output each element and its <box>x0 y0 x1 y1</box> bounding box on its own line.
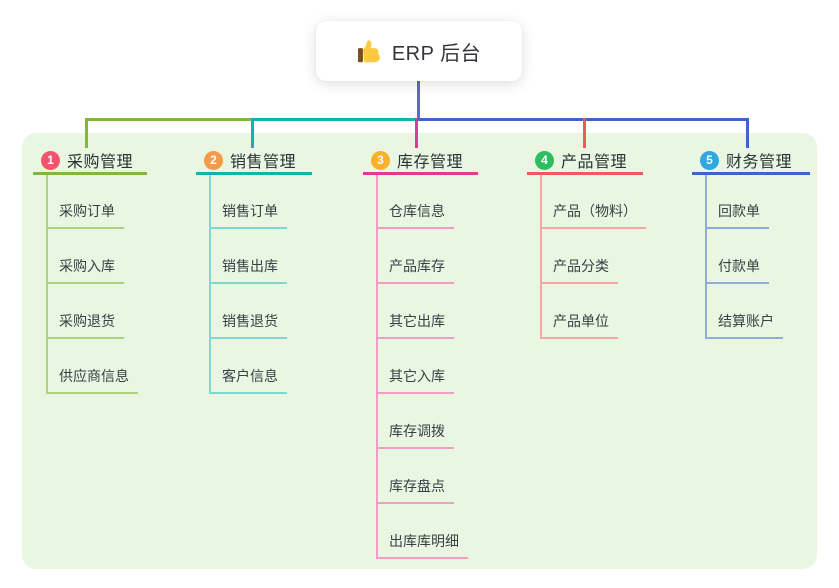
branch-title-label: 产品管理 <box>561 154 628 171</box>
root-connector-line <box>417 80 420 120</box>
connector-segment-sales <box>253 118 418 121</box>
branch-item[interactable]: 产品单位 <box>542 284 646 339</box>
branch-title-sales[interactable]: 2 销售管理 <box>196 148 312 175</box>
branch-product-management: 4 产品管理 产品（物料） 产品分类 产品单位 <box>527 148 646 339</box>
branch-title-label: 采购管理 <box>67 154 134 171</box>
connector-drop-product <box>583 118 586 148</box>
branch-item[interactable]: 采购订单 <box>48 175 138 229</box>
root-node-label: ERP 后台 <box>391 42 482 65</box>
branch-item[interactable]: 产品（物料） <box>542 175 646 229</box>
branch-title-inventory[interactable]: 3 库存管理 <box>363 148 478 175</box>
branch-number-badge: 3 <box>371 150 390 170</box>
branch-item[interactable]: 库存盘点 <box>378 449 468 504</box>
connector-drop-purchase <box>85 118 88 148</box>
branch-item[interactable]: 产品库存 <box>378 229 468 284</box>
mindmap-background-panel <box>22 133 817 569</box>
branch-item[interactable]: 其它入库 <box>378 339 468 394</box>
branch-item[interactable]: 产品分类 <box>542 229 646 284</box>
branch-purchase-management: 1 采购管理 采购订单 采购入库 采购退货 供应商信息 <box>33 148 147 394</box>
branch-item[interactable]: 供应商信息 <box>48 339 138 394</box>
branch-title-label: 财务管理 <box>726 154 793 171</box>
branch-title-finance[interactable]: 5 财务管理 <box>692 148 810 175</box>
branch-title-purchase[interactable]: 1 采购管理 <box>33 148 147 175</box>
branch-item[interactable]: 回款单 <box>707 175 783 229</box>
branch-title-product[interactable]: 4 产品管理 <box>527 148 643 175</box>
branch-inventory-management: 3 库存管理 仓库信息 产品库存 其它出库 其它入库 库存调拨 库存盘点 出库库… <box>363 148 478 559</box>
branch-item[interactable]: 销售出库 <box>211 229 287 284</box>
thumbs-up-icon <box>357 40 380 63</box>
branch-title-label: 销售管理 <box>230 154 297 171</box>
branch-items: 仓库信息 产品库存 其它出库 其它入库 库存调拨 库存盘点 出库库明细 <box>376 175 468 559</box>
branch-item[interactable]: 仓库信息 <box>378 175 468 229</box>
branch-items: 回款单 付款单 结算账户 <box>705 175 783 339</box>
branch-item[interactable]: 销售退货 <box>211 284 287 339</box>
branch-item[interactable]: 库存调拨 <box>378 394 468 449</box>
branch-item[interactable]: 销售订单 <box>211 175 287 229</box>
connector-segment-purchase <box>86 118 253 121</box>
connector-drop-sales <box>251 118 254 148</box>
branch-item[interactable]: 采购入库 <box>48 229 138 284</box>
branch-finance-management: 5 财务管理 回款单 付款单 结算账户 <box>692 148 810 339</box>
branch-item[interactable]: 采购退货 <box>48 284 138 339</box>
branch-items: 产品（物料） 产品分类 产品单位 <box>540 175 646 339</box>
branch-number-badge: 5 <box>700 150 719 170</box>
branch-title-label: 库存管理 <box>397 154 464 171</box>
connector-drop-inventory <box>415 118 418 148</box>
branch-item[interactable]: 其它出库 <box>378 284 468 339</box>
connector-drop-finance <box>746 118 749 148</box>
branch-number-badge: 1 <box>41 150 60 170</box>
branch-number-badge: 2 <box>204 150 223 170</box>
root-node[interactable]: ERP 后台 <box>316 21 522 81</box>
branch-item[interactable]: 客户信息 <box>211 339 287 394</box>
branch-sales-management: 2 销售管理 销售订单 销售出库 销售退货 客户信息 <box>196 148 312 394</box>
branch-item[interactable]: 结算账户 <box>707 284 783 339</box>
branch-number-badge: 4 <box>535 150 554 170</box>
branch-item[interactable]: 出库库明细 <box>378 504 468 559</box>
branch-item[interactable]: 付款单 <box>707 229 783 284</box>
branch-items: 采购订单 采购入库 采购退货 供应商信息 <box>46 175 138 394</box>
branch-items: 销售订单 销售出库 销售退货 客户信息 <box>209 175 287 394</box>
